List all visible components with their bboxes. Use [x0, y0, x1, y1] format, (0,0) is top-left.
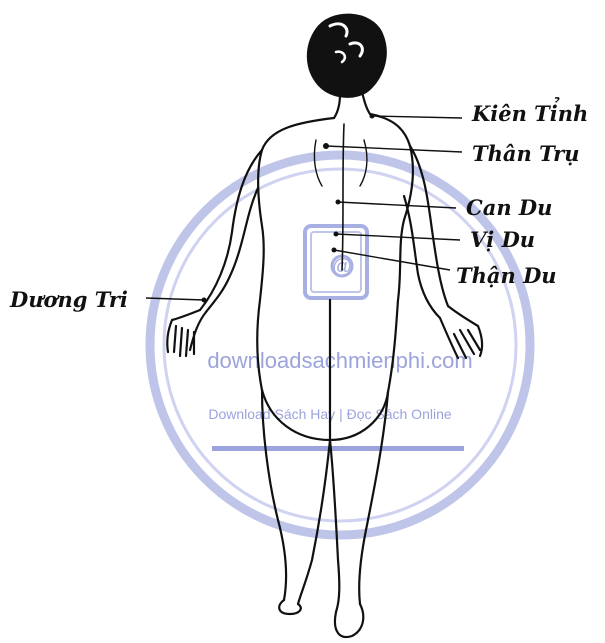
head: [308, 15, 386, 97]
left-hand: [167, 310, 206, 356]
human-figure: [167, 15, 482, 637]
labels: Kiên Tỉnh Thân Trụ Can Du Vị Du Thận Du …: [9, 97, 588, 312]
label-vi-du: Vị Du: [470, 227, 535, 252]
left-leg: [262, 390, 330, 604]
label-than-tru: Thân Trụ: [472, 141, 580, 166]
leader-vi-du: [336, 234, 460, 240]
label-than-du: Thận Du: [456, 263, 557, 288]
leader-can-du: [338, 202, 456, 208]
label-can-du: Can Du: [466, 195, 552, 220]
spine: [342, 124, 344, 270]
watermark-inner-ring: [164, 169, 516, 521]
left-scapula: [314, 140, 322, 186]
right-foot: [335, 604, 363, 637]
book-at-icon: @: [305, 226, 367, 298]
label-kien-tinh: Kiên Tỉnh: [471, 97, 588, 126]
label-duong-tri: Dương Tri: [9, 287, 128, 312]
watermark-site: downloadsachmienphi.com: [207, 348, 472, 373]
right-leg: [330, 392, 388, 612]
watermark-bar: [212, 446, 464, 451]
